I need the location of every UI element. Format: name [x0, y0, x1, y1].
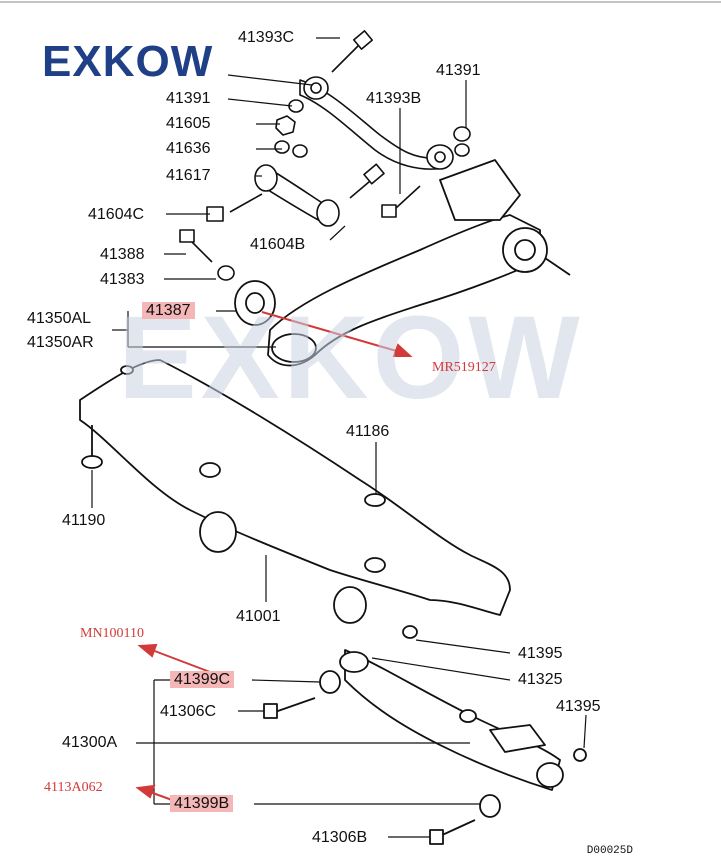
leader-lines — [91, 37, 587, 838]
cross-ref-arrows — [135, 311, 413, 801]
trailing-arm — [234, 159, 571, 367]
part-label-41604B: 41604B — [250, 236, 306, 253]
brand-logo: EXKOW — [42, 37, 214, 86]
cross-ref-4113A062: 4113A062 — [44, 780, 103, 795]
part-label-41399C: 41399C — [170, 671, 235, 689]
part-label-41395-a: 41395 — [518, 645, 563, 662]
part-label-41300A: 41300A — [62, 734, 118, 751]
part-label-41306B: 41306B — [312, 829, 368, 846]
part-label-41399C-text: 41399C — [170, 671, 235, 688]
upper-arm-assembly — [179, 30, 471, 281]
crossmember — [79, 359, 511, 624]
part-label-41350AL: 41350AL — [27, 310, 92, 327]
part-label-41387: 41387 — [142, 302, 195, 320]
brand-watermark: EXKOW — [118, 292, 584, 424]
part-label-41001: 41001 — [236, 608, 281, 625]
diagram-code: D00025D — [586, 845, 633, 857]
part-label-41387-text: 41387 — [142, 302, 195, 319]
part-label-41395-b: 41395 — [556, 698, 601, 715]
part-label-41399B: 41399B — [170, 795, 234, 813]
part-label-41391-left: 41391 — [166, 90, 211, 107]
part-label-41186: 41186 — [346, 423, 390, 440]
part-label-41388: 41388 — [100, 246, 145, 263]
cross-ref-mr519127: MR519127 — [432, 360, 496, 375]
part-label-41350AR: 41350AR — [27, 334, 94, 351]
part-label-41636: 41636 — [166, 140, 211, 157]
part-label-41391-top: 41391 — [436, 62, 481, 79]
part-label-41393C: 41393C — [238, 29, 295, 46]
part-label-41306C: 41306C — [160, 703, 217, 720]
part-label-41604C: 41604C — [88, 206, 145, 223]
part-label-41393B: 41393B — [366, 90, 422, 107]
part-label-41605: 41605 — [166, 115, 211, 132]
cross-ref-mn100110: MN100110 — [80, 626, 145, 641]
part-label-41399B-text: 41399B — [170, 795, 234, 812]
part-label-41325: 41325 — [518, 671, 563, 688]
part-label-41383: 41383 — [100, 271, 145, 288]
part-label-41617: 41617 — [166, 167, 211, 184]
part-label-41190: 41190 — [62, 512, 106, 529]
